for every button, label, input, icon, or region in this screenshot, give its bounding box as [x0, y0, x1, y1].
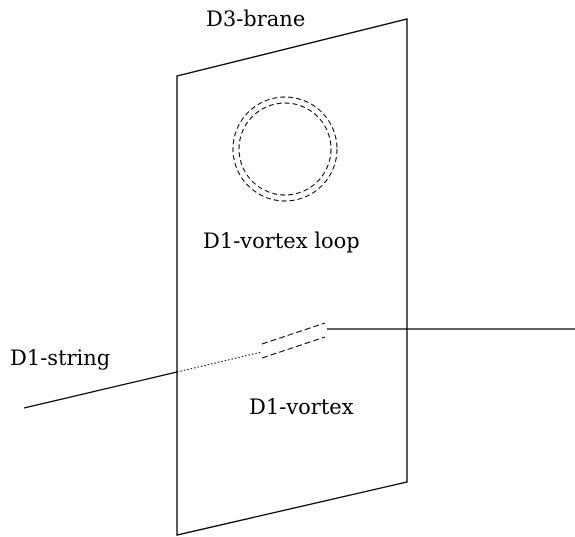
- d3-brane-plane: [176, 18, 408, 536]
- d1-vortex-upper: [261, 322, 326, 345]
- d1-string-left: [23, 371, 178, 409]
- label-d3-brane: D3-brane: [206, 7, 305, 31]
- label-d1-string: D1-string: [10, 346, 110, 370]
- vortex-loop-inner: [238, 102, 332, 196]
- d1-vortex-lower: [261, 336, 326, 359]
- label-d1-vortex: D1-vortex: [249, 395, 354, 419]
- vortex-loop-outer: [232, 96, 338, 202]
- label-d1-vortex-loop: D1-vortex loop: [203, 229, 360, 253]
- d1-string-hidden: [176, 351, 263, 373]
